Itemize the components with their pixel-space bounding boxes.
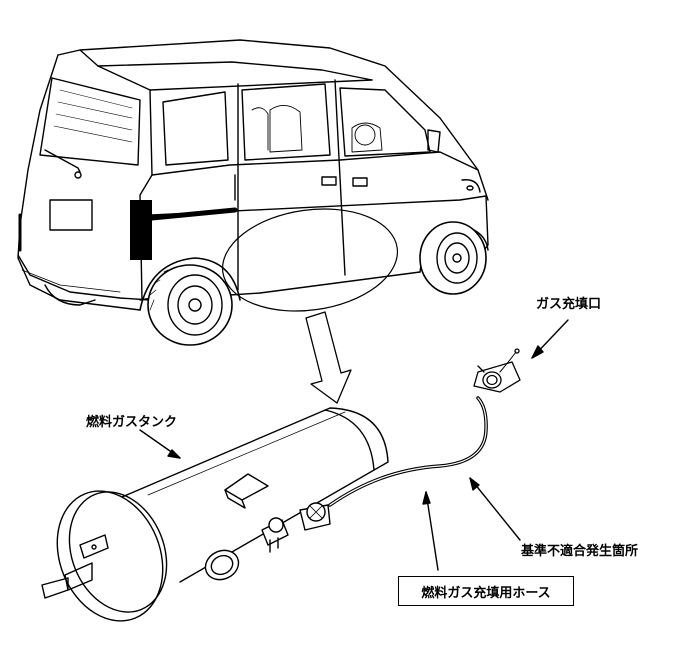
down-arrow-icon (305, 311, 352, 404)
fuel-gas-tank-illustration (41, 407, 389, 622)
pointer-arrows (139, 319, 569, 571)
fuel-gas-tank-label: 燃料ガスタンク (86, 415, 178, 430)
defect-location-label: 基準不適合発生箇所 (521, 544, 639, 559)
gas-fill-port-illustration (473, 348, 521, 393)
gas-fill-port-label: ガス充填口 (536, 297, 602, 312)
filling-hose-label: 燃料ガス充填用ホース (398, 576, 574, 606)
minivan-illustration (17, 39, 489, 346)
